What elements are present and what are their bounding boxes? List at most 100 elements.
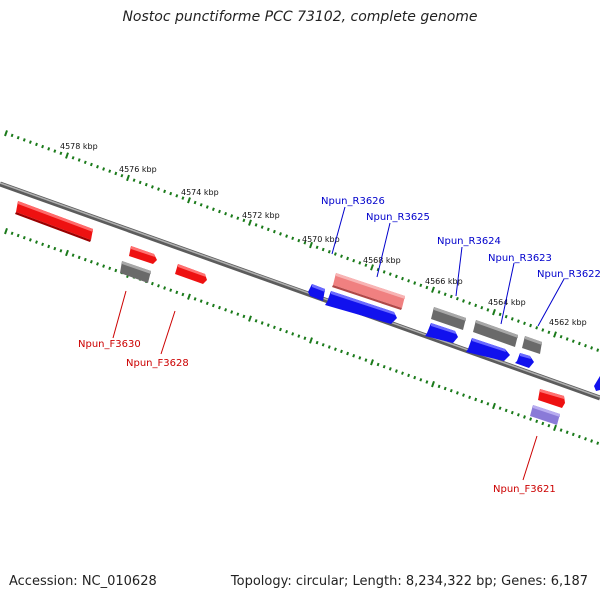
major-tick bbox=[187, 293, 191, 300]
minor-tick bbox=[108, 169, 112, 173]
minor-tick bbox=[224, 211, 228, 216]
minor-tick bbox=[565, 337, 569, 341]
scale-label: 4562 kbp bbox=[549, 318, 587, 327]
gene-feature-reverse[interactable] bbox=[466, 338, 510, 361]
minor-tick bbox=[35, 240, 38, 244]
minor-tick bbox=[279, 327, 282, 332]
genome-backbone bbox=[0, 181, 600, 401]
leader-line bbox=[376, 222, 391, 278]
minor-tick bbox=[443, 292, 447, 297]
gene-feature-reverse[interactable] bbox=[425, 323, 458, 343]
major-tick bbox=[553, 424, 557, 432]
scale-label: 4566 kbp bbox=[425, 277, 463, 286]
minor-tick bbox=[468, 395, 472, 400]
minor-tick bbox=[333, 252, 337, 256]
gene-feature-forward[interactable] bbox=[15, 201, 93, 242]
minor-tick bbox=[577, 434, 581, 439]
minor-tick bbox=[565, 430, 569, 435]
minor-tick bbox=[71, 156, 75, 160]
scale-label: 4568 kbp bbox=[363, 256, 401, 265]
minor-tick bbox=[193, 297, 197, 301]
minor-tick bbox=[120, 173, 124, 178]
minor-tick bbox=[462, 299, 465, 303]
minor-tick bbox=[571, 432, 575, 437]
minor-tick bbox=[382, 270, 386, 274]
minor-tick bbox=[224, 308, 228, 312]
minor-tick bbox=[303, 336, 307, 341]
minor-tick bbox=[83, 257, 87, 262]
minor-tick bbox=[327, 249, 331, 254]
minor-tick bbox=[480, 399, 484, 404]
gene-feature-reverse[interactable] bbox=[515, 353, 534, 368]
minor-tick bbox=[541, 328, 545, 332]
major-tick bbox=[4, 227, 8, 235]
minor-tick bbox=[211, 303, 215, 308]
outer-tick-ring bbox=[4, 130, 600, 352]
major-tick bbox=[248, 315, 252, 322]
major-tick bbox=[492, 308, 496, 316]
gene-feature-gray[interactable] bbox=[431, 307, 466, 330]
leader-line bbox=[522, 435, 538, 481]
minor-tick bbox=[584, 437, 587, 441]
minor-tick bbox=[41, 242, 45, 247]
minor-tick bbox=[205, 205, 209, 209]
minor-tick bbox=[340, 254, 343, 258]
minor-tick bbox=[462, 393, 465, 397]
minor-tick bbox=[498, 406, 502, 410]
gene-feature-purple[interactable] bbox=[530, 405, 560, 425]
minor-tick bbox=[150, 281, 154, 286]
minor-tick bbox=[53, 246, 57, 251]
minor-tick bbox=[242, 218, 246, 223]
minor-tick bbox=[77, 255, 81, 260]
minor-tick bbox=[169, 191, 173, 196]
minor-tick bbox=[376, 267, 380, 272]
gene-feature-reverse[interactable] bbox=[594, 376, 600, 391]
minor-tick bbox=[437, 384, 441, 389]
gene-feature-pink[interactable] bbox=[332, 273, 405, 310]
minor-tick bbox=[108, 266, 112, 271]
gene-feature-forward[interactable] bbox=[129, 246, 157, 264]
major-tick bbox=[187, 197, 191, 204]
minor-tick bbox=[407, 279, 411, 283]
minor-tick bbox=[510, 317, 514, 321]
minor-tick bbox=[279, 232, 282, 236]
gene-feature-reverse[interactable] bbox=[308, 284, 325, 301]
minor-tick bbox=[150, 185, 154, 189]
minor-tick bbox=[89, 162, 93, 167]
gene-feature-reverse[interactable] bbox=[325, 291, 397, 324]
minor-tick bbox=[96, 262, 99, 266]
minor-tick bbox=[315, 245, 319, 250]
gene-feature-gray[interactable] bbox=[473, 320, 518, 347]
minor-tick bbox=[285, 329, 289, 334]
minor-tick bbox=[376, 362, 380, 367]
minor-tick bbox=[590, 346, 594, 350]
minor-tick bbox=[89, 259, 93, 264]
gene-feature-gray[interactable] bbox=[522, 336, 542, 354]
minor-tick bbox=[272, 229, 276, 234]
minor-tick bbox=[96, 164, 99, 169]
minor-tick bbox=[358, 356, 362, 360]
minor-tick bbox=[272, 325, 276, 330]
major-tick bbox=[431, 380, 435, 388]
minor-tick bbox=[443, 386, 447, 391]
minor-tick bbox=[486, 308, 490, 312]
minor-tick bbox=[199, 299, 203, 303]
gene-feature-forward[interactable] bbox=[175, 264, 207, 284]
gene-feature-forward[interactable] bbox=[538, 389, 565, 408]
minor-tick bbox=[504, 408, 508, 413]
minor-tick bbox=[419, 283, 423, 288]
minor-tick bbox=[28, 140, 32, 144]
major-tick bbox=[492, 402, 496, 410]
minor-tick bbox=[77, 158, 81, 162]
major-tick bbox=[65, 152, 69, 159]
minor-tick bbox=[516, 413, 520, 417]
scale-label: 4572 kbp bbox=[242, 211, 280, 220]
minor-tick bbox=[559, 334, 563, 339]
gene-feature-gray[interactable] bbox=[120, 261, 151, 283]
minor-tick bbox=[321, 247, 325, 252]
minor-tick bbox=[297, 238, 301, 243]
minor-tick bbox=[596, 441, 600, 445]
leader-line bbox=[112, 290, 127, 339]
minor-tick bbox=[218, 209, 221, 214]
minor-tick bbox=[358, 261, 362, 265]
